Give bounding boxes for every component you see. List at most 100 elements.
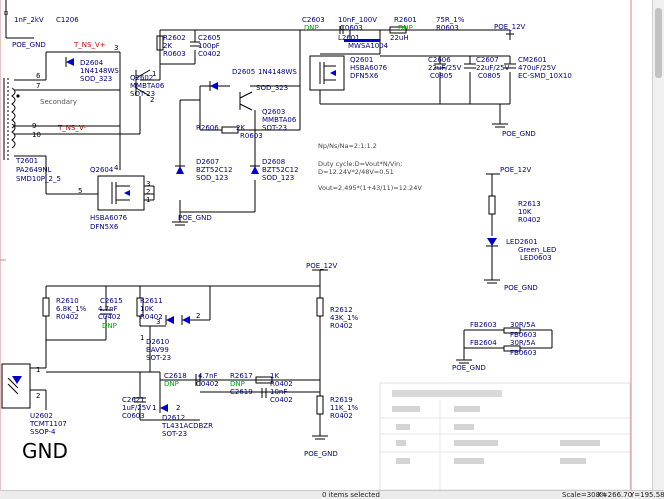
q2604-pin4: 4	[114, 164, 119, 172]
led2601-value: Green_LED	[518, 246, 556, 254]
vertical-scrollbar-thumb[interactable]	[655, 8, 662, 78]
fb2604-value: 30R/5A	[510, 339, 536, 347]
q2604-ref: Q2604	[90, 166, 114, 174]
c1206-block[interactable]	[4, 0, 34, 39]
c2621-cap[interactable]	[134, 397, 146, 403]
c2618-value: 4.7nF	[198, 372, 218, 380]
d2610-pkg: SOT-23	[146, 354, 171, 362]
q2604-pkg: DFN5X6	[90, 223, 119, 231]
note-vout-calc: Vout=2.495*(1+43/11)=12.24V	[318, 184, 422, 192]
u2602-ref: U2602	[30, 412, 53, 420]
q2603-transistor[interactable]	[239, 91, 253, 111]
t2601-part: PA2649NL	[16, 166, 52, 174]
q2603-part: MMBTA06	[262, 116, 297, 124]
q2604-pin2: 2	[146, 188, 150, 196]
u2602-pkg: SSOP-4	[30, 428, 56, 436]
l2601-inductor[interactable]	[344, 39, 380, 42]
q2602-pin2: 2	[150, 96, 154, 104]
c2618-ref: C2618	[164, 372, 187, 380]
c2603-ref: C2603	[302, 16, 325, 24]
r2619-body[interactable]	[316, 395, 324, 415]
c2605-cap[interactable]	[190, 41, 200, 47]
q2601-ref: Q2601	[350, 56, 373, 64]
q2602-transistor[interactable]	[135, 69, 151, 97]
fb2603-body[interactable]	[503, 327, 521, 334]
c2619-pkg: C0402	[270, 396, 293, 404]
r2602-body[interactable]	[156, 35, 164, 51]
c2603-pkg: C0603	[340, 24, 363, 32]
poe-gnd-symbol-bottom	[312, 435, 328, 440]
net-label-t-ns-v-plus: T_NS_V+	[73, 41, 106, 49]
net-label-t-ns-v-minus: T_NS_V-	[57, 124, 86, 132]
u2602-optocoupler[interactable]	[1, 363, 31, 409]
d2608-zener[interactable]	[250, 165, 260, 174]
d2605-diode[interactable]	[209, 81, 218, 91]
d2607-ref: D2607	[196, 158, 219, 166]
d2612-pin2: 2	[176, 404, 180, 412]
q2604-mosfet[interactable]	[45, 156, 155, 211]
c2603-cap[interactable]	[339, 26, 344, 34]
r2610-body[interactable]	[42, 297, 50, 317]
r2606-body[interactable]	[221, 126, 239, 134]
c2618-pkg: C0402	[196, 380, 219, 388]
t2601-pin10: 10	[32, 131, 41, 139]
status-x-coordinate: X=266.70	[597, 491, 633, 499]
c2607-cap[interactable]	[464, 63, 476, 69]
fb2603-value: 30R/5A	[510, 321, 536, 329]
d2604-diode[interactable]	[65, 57, 74, 67]
c2619-cap[interactable]	[261, 388, 267, 398]
d2604-ref: D2604	[80, 59, 104, 67]
schematic-canvas[interactable]: 1nF_2kV C1206 POE_GND 6 7 Secondary 9 10…	[0, 0, 652, 490]
c2603-dnp: DNP	[304, 24, 319, 32]
r2619-value: 11K_1%	[330, 404, 358, 412]
led2601-pkg: LED0603	[520, 254, 552, 262]
t2601-pin7: 7	[36, 82, 40, 90]
vertical-scrollbar[interactable]	[652, 0, 664, 490]
fb2603-pkg: FB0603	[510, 331, 537, 339]
c2621-value: 1uF/25V	[122, 404, 151, 412]
r2613-body[interactable]	[488, 195, 496, 215]
d2612-shunt-regulator[interactable]	[159, 403, 168, 413]
d2605-ref: D2605	[232, 68, 255, 76]
fb2603-ref: FB2603	[470, 321, 497, 329]
q2604-pin1: 1	[146, 196, 150, 204]
r2617-value: 1K	[270, 372, 279, 380]
c2618-cap[interactable]	[195, 374, 201, 386]
fb2604-ref: FB2604	[470, 339, 497, 347]
c1206-ref: C1206	[56, 16, 79, 24]
d2610-diode-pair[interactable]	[165, 315, 190, 325]
feedback-wiring	[30, 270, 321, 436]
c1206-value: 1nF_2kV	[14, 16, 44, 24]
q2602-pkg: SOT-23	[130, 90, 155, 98]
c2606-cap[interactable]	[434, 63, 446, 69]
d2612-pkg: SOT-23	[162, 430, 187, 438]
fb2604-body[interactable]	[503, 345, 521, 352]
t2601-ref: T2601	[15, 157, 38, 165]
led2601-diode[interactable]	[486, 238, 498, 247]
r2602-ref: R2602	[163, 34, 186, 42]
r2610-pkg: R0402	[56, 313, 79, 321]
r2619-pkg: R0402	[330, 412, 353, 420]
q2601-mosfet[interactable]	[309, 55, 345, 104]
d2605-part: 1N4148WS	[258, 68, 297, 76]
t2601-pkg: SMD10P_2_5	[16, 175, 61, 183]
poe-12v-label-led: POE_12V	[500, 166, 532, 174]
transformer-t2601[interactable]	[3, 78, 46, 160]
l2601-pkg: MWSA1004	[348, 42, 389, 50]
d2607-pkg: SOD_123	[196, 174, 228, 182]
r2601-value: 75R_1%	[436, 16, 465, 24]
d2608-part: BZT52C12	[262, 166, 299, 174]
d2607-zener[interactable]	[175, 165, 185, 174]
c2615-cap[interactable]	[100, 309, 112, 315]
r2612-pkg: R0402	[330, 322, 353, 330]
r2617-body[interactable]	[255, 376, 273, 384]
r2611-body[interactable]	[136, 297, 144, 317]
d2612-ref: D2612	[162, 414, 185, 422]
r2601-body[interactable]	[389, 26, 407, 34]
r2612-body[interactable]	[316, 297, 324, 317]
cm2601-cap[interactable]	[504, 63, 516, 69]
d2604-part: 1N4148WS	[80, 67, 119, 75]
status-scale: Scale=308%	[562, 491, 607, 499]
r2613-led-wiring	[484, 173, 500, 284]
